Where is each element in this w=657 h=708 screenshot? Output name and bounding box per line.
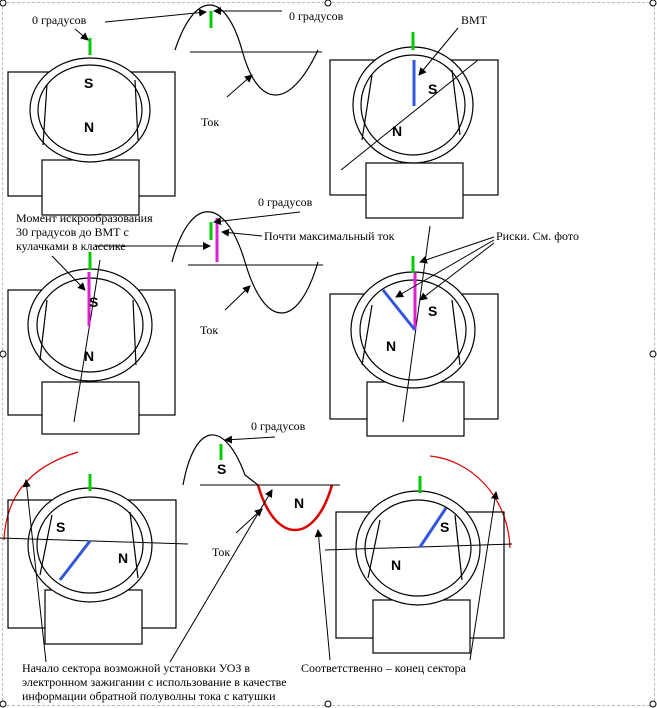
tdc-mark-row2-right	[381, 289, 417, 331]
magneto-row2-right	[329, 271, 499, 437]
current-wave-row2	[171, 211, 319, 314]
pole-n-row1-right: N	[392, 123, 402, 139]
arrow-spark-1	[51, 255, 86, 291]
rotor-axis-row2-left	[73, 259, 101, 423]
pole-n-row2-left: N	[84, 348, 94, 364]
current-wave-row1	[174, 4, 319, 96]
magneto-row3-right	[335, 490, 505, 654]
zero-deg-label-3: 0 градусов	[258, 195, 313, 209]
sector-arc-left	[3, 451, 79, 541]
pole-s-row3-left: S	[56, 519, 65, 535]
zero-deg-label-1: 0 градусов	[32, 13, 87, 27]
arrow-marks-3	[419, 242, 495, 301]
spark-label-line1: Момент искрообразования	[16, 211, 153, 225]
pole-n-row2-right: N	[386, 338, 396, 354]
sector-start-line3: информации обратной полуволны тока с кат…	[22, 689, 276, 703]
pole-n-row1-left: N	[84, 119, 94, 135]
spark-label-line2: 30 градусов до ВМТ с	[16, 225, 129, 239]
current-wave-row3-pos	[182, 434, 259, 486]
arrow-current-1	[226, 74, 253, 98]
arrow-almost-max	[221, 228, 263, 237]
pole-s-row1-left: S	[84, 75, 93, 91]
arrow-sector-end-2	[469, 491, 499, 661]
arrow-zero-deg-1	[74, 28, 89, 41]
rotor-axis-row3-left	[0, 537, 189, 545]
arrow-current-2	[224, 285, 251, 311]
almost-max-label: Почти максимальный ток	[264, 229, 395, 243]
sector-arc-right	[429, 455, 511, 549]
sector-start-line1: Начало сектора возможной установки УОЗ в	[22, 661, 250, 675]
pole-n-wave-row3: N	[294, 495, 304, 511]
magneto-row1-left	[7, 57, 176, 216]
pole-s-wave-row3: S	[217, 461, 226, 477]
tdc-mark-row3-left	[58, 540, 92, 581]
arrow-sector-start-1	[22, 479, 47, 663]
sector-end-label: Соответственно – конец сектора	[301, 661, 467, 675]
marks-label: Риски. См. фото	[496, 229, 579, 243]
pole-s-row2-right: S	[428, 303, 437, 319]
zero-deg-label-4: 0 градусов	[251, 419, 306, 433]
current-label-2: Ток	[200, 323, 218, 337]
pole-n-row3-right: N	[391, 557, 401, 573]
current-wave-row3-neg	[256, 484, 334, 531]
current-label-3: Ток	[212, 545, 230, 559]
pole-s-row3-right: S	[440, 519, 449, 535]
sector-start-line2: электронном зажигании с использование в …	[22, 675, 287, 689]
tdc-mark-row3-right	[418, 507, 448, 548]
arrow-wave-left-1	[104, 8, 207, 23]
arrow-marks-2	[395, 239, 495, 298]
pole-s-row2-left: S	[89, 294, 98, 310]
arrow-sector-start-2	[169, 489, 273, 663]
arrow-sector-end-1	[314, 529, 331, 661]
zero-deg-label-2: 0 градусов	[289, 9, 344, 23]
arrow-zero-deg-3	[213, 211, 301, 226]
magneto-row3-left	[7, 487, 177, 645]
arrow-current-3	[235, 508, 263, 534]
tdc-label: ВМТ	[461, 13, 488, 27]
arrow-zero-deg-4	[224, 435, 276, 444]
rotor-axis-row3-right	[324, 543, 513, 551]
arrow-tdc	[418, 27, 459, 76]
pole-n-row3-left: N	[118, 550, 128, 566]
pole-s-row1-right: S	[428, 81, 437, 97]
rotor-axis-row1-right	[340, 59, 479, 171]
spark-label-line3: кулачками в классике	[16, 239, 126, 253]
current-label-1: Ток	[201, 115, 219, 129]
arrow-marks-1	[419, 236, 495, 264]
